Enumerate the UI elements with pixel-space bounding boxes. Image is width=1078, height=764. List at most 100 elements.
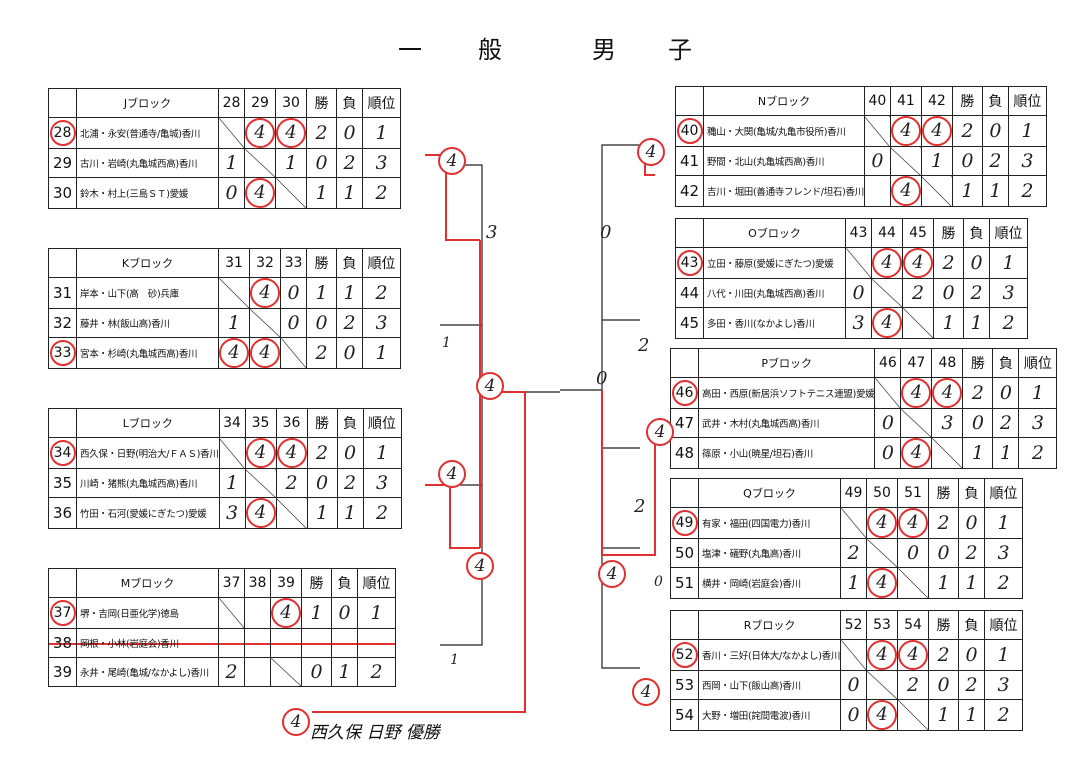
player-number: 43: [675, 247, 704, 279]
match-score: 4: [866, 507, 898, 539]
player-number: 53: [670, 670, 699, 700]
rank-header: 順位: [357, 568, 396, 598]
rank-header: 順位: [1007, 86, 1047, 116]
player-name: 高田・西原(新居浜ソフトテニス連盟)愛媛: [697, 377, 876, 409]
match-score: 4: [871, 247, 903, 279]
opponent-number: 31: [218, 248, 250, 278]
block-name: Jブロック: [76, 88, 219, 118]
player-name: 野間・北山(丸亀城西高)香川: [703, 146, 865, 176]
bracket-score-jk-loser: 3: [486, 222, 498, 243]
player-number: 42: [675, 175, 704, 207]
winning-score: 4: [898, 508, 928, 538]
match-score: 1: [218, 148, 245, 178]
win-header: 勝: [933, 218, 964, 248]
player-name: 篠原・小山(暁星/坦石)香川: [697, 437, 876, 469]
rank-value: 2: [362, 497, 402, 529]
player-name: 鈴木・村上(三島ＳＴ)愛媛: [76, 177, 219, 209]
rank-value: 2: [1007, 175, 1047, 207]
losses-count: 1: [336, 177, 363, 209]
wins-count: 2: [306, 437, 338, 469]
losses-count: 2: [336, 308, 363, 338]
match-score: 0: [874, 408, 902, 438]
self-match-cell: [902, 307, 934, 339]
match-score: 4: [897, 507, 929, 539]
corner-cell: [48, 568, 77, 598]
winning-score: 4: [932, 378, 962, 408]
self-match-cell: [244, 628, 271, 658]
rank-header: 順位: [362, 248, 401, 278]
winning-score: 4: [922, 116, 952, 146]
winning-score: 4: [245, 178, 275, 208]
losses-count: 2: [963, 278, 990, 308]
player-number: 41: [675, 146, 704, 176]
losses-count: 0: [981, 115, 1009, 147]
match-score: 4: [866, 699, 899, 731]
winning-score: 4: [872, 308, 902, 338]
player-number: 38: [48, 628, 77, 658]
player-name: 宮本・杉崎(丸亀城西高)香川: [76, 337, 219, 369]
block-name: Nブロック: [703, 86, 865, 116]
loss-header: 負: [336, 408, 364, 438]
bracket-score-pq-winner: 4: [598, 560, 626, 588]
wins-count: 1: [301, 597, 332, 629]
loss-header: 負: [331, 568, 358, 598]
bracket-score-r-winner: 4: [632, 678, 660, 706]
player-name: 吉川・堀田(善通寺フレンド/坦石)香川: [703, 175, 865, 207]
match-score: [863, 175, 891, 207]
opponent-number: 33: [280, 248, 307, 278]
player-name: 竹田・石河(愛媛にぎたつ)愛媛: [76, 497, 220, 529]
opponent-number: 40: [863, 86, 891, 116]
match-score: 4: [244, 497, 277, 529]
rank-value: 3: [984, 670, 1024, 700]
self-match-cell: [845, 247, 872, 279]
rank-value: 3: [984, 538, 1023, 568]
opponent-number: 38: [244, 568, 271, 598]
win-header: 勝: [951, 86, 983, 116]
rank-value: 1: [989, 247, 1028, 279]
win-header: 勝: [962, 348, 994, 378]
match-score: 1: [218, 468, 246, 498]
self-match-cell: [280, 337, 307, 369]
opponent-number: 34: [218, 408, 246, 438]
losses-count: 2: [958, 538, 985, 568]
wins-count: 0: [306, 308, 337, 338]
player-number-circled: 46: [671, 380, 698, 406]
losses-count: 1: [958, 567, 985, 599]
self-match-cell: [840, 639, 868, 671]
wins-count: 2: [306, 337, 337, 369]
rank-value: 1: [357, 597, 396, 629]
bracket-score-semi-left: 4: [476, 372, 504, 400]
player-name: 穐山・大関(亀城/丸亀市役所)香川: [703, 115, 865, 147]
wins-count: 0: [306, 148, 337, 178]
rank-value: 3: [989, 278, 1028, 308]
opponent-number: 36: [275, 408, 308, 438]
self-match-cell: [218, 437, 246, 469]
self-match-cell: [840, 507, 867, 539]
wins-count: 2: [306, 117, 337, 149]
winning-score: 4: [246, 498, 276, 528]
wins-count: 0: [928, 538, 959, 568]
losses-count: 0: [331, 597, 358, 629]
player-name: 岸本・山下(高 砂)兵庫: [76, 277, 219, 309]
match-score: 0: [863, 146, 891, 176]
bracket-score-pq-top: 4: [646, 418, 674, 446]
player-number: 31: [48, 277, 77, 309]
match-score: 1: [275, 148, 307, 178]
match-score: [218, 628, 245, 658]
match-score: 4: [275, 437, 308, 469]
wins-count: 2: [928, 639, 960, 671]
match-score: 3: [845, 307, 872, 339]
